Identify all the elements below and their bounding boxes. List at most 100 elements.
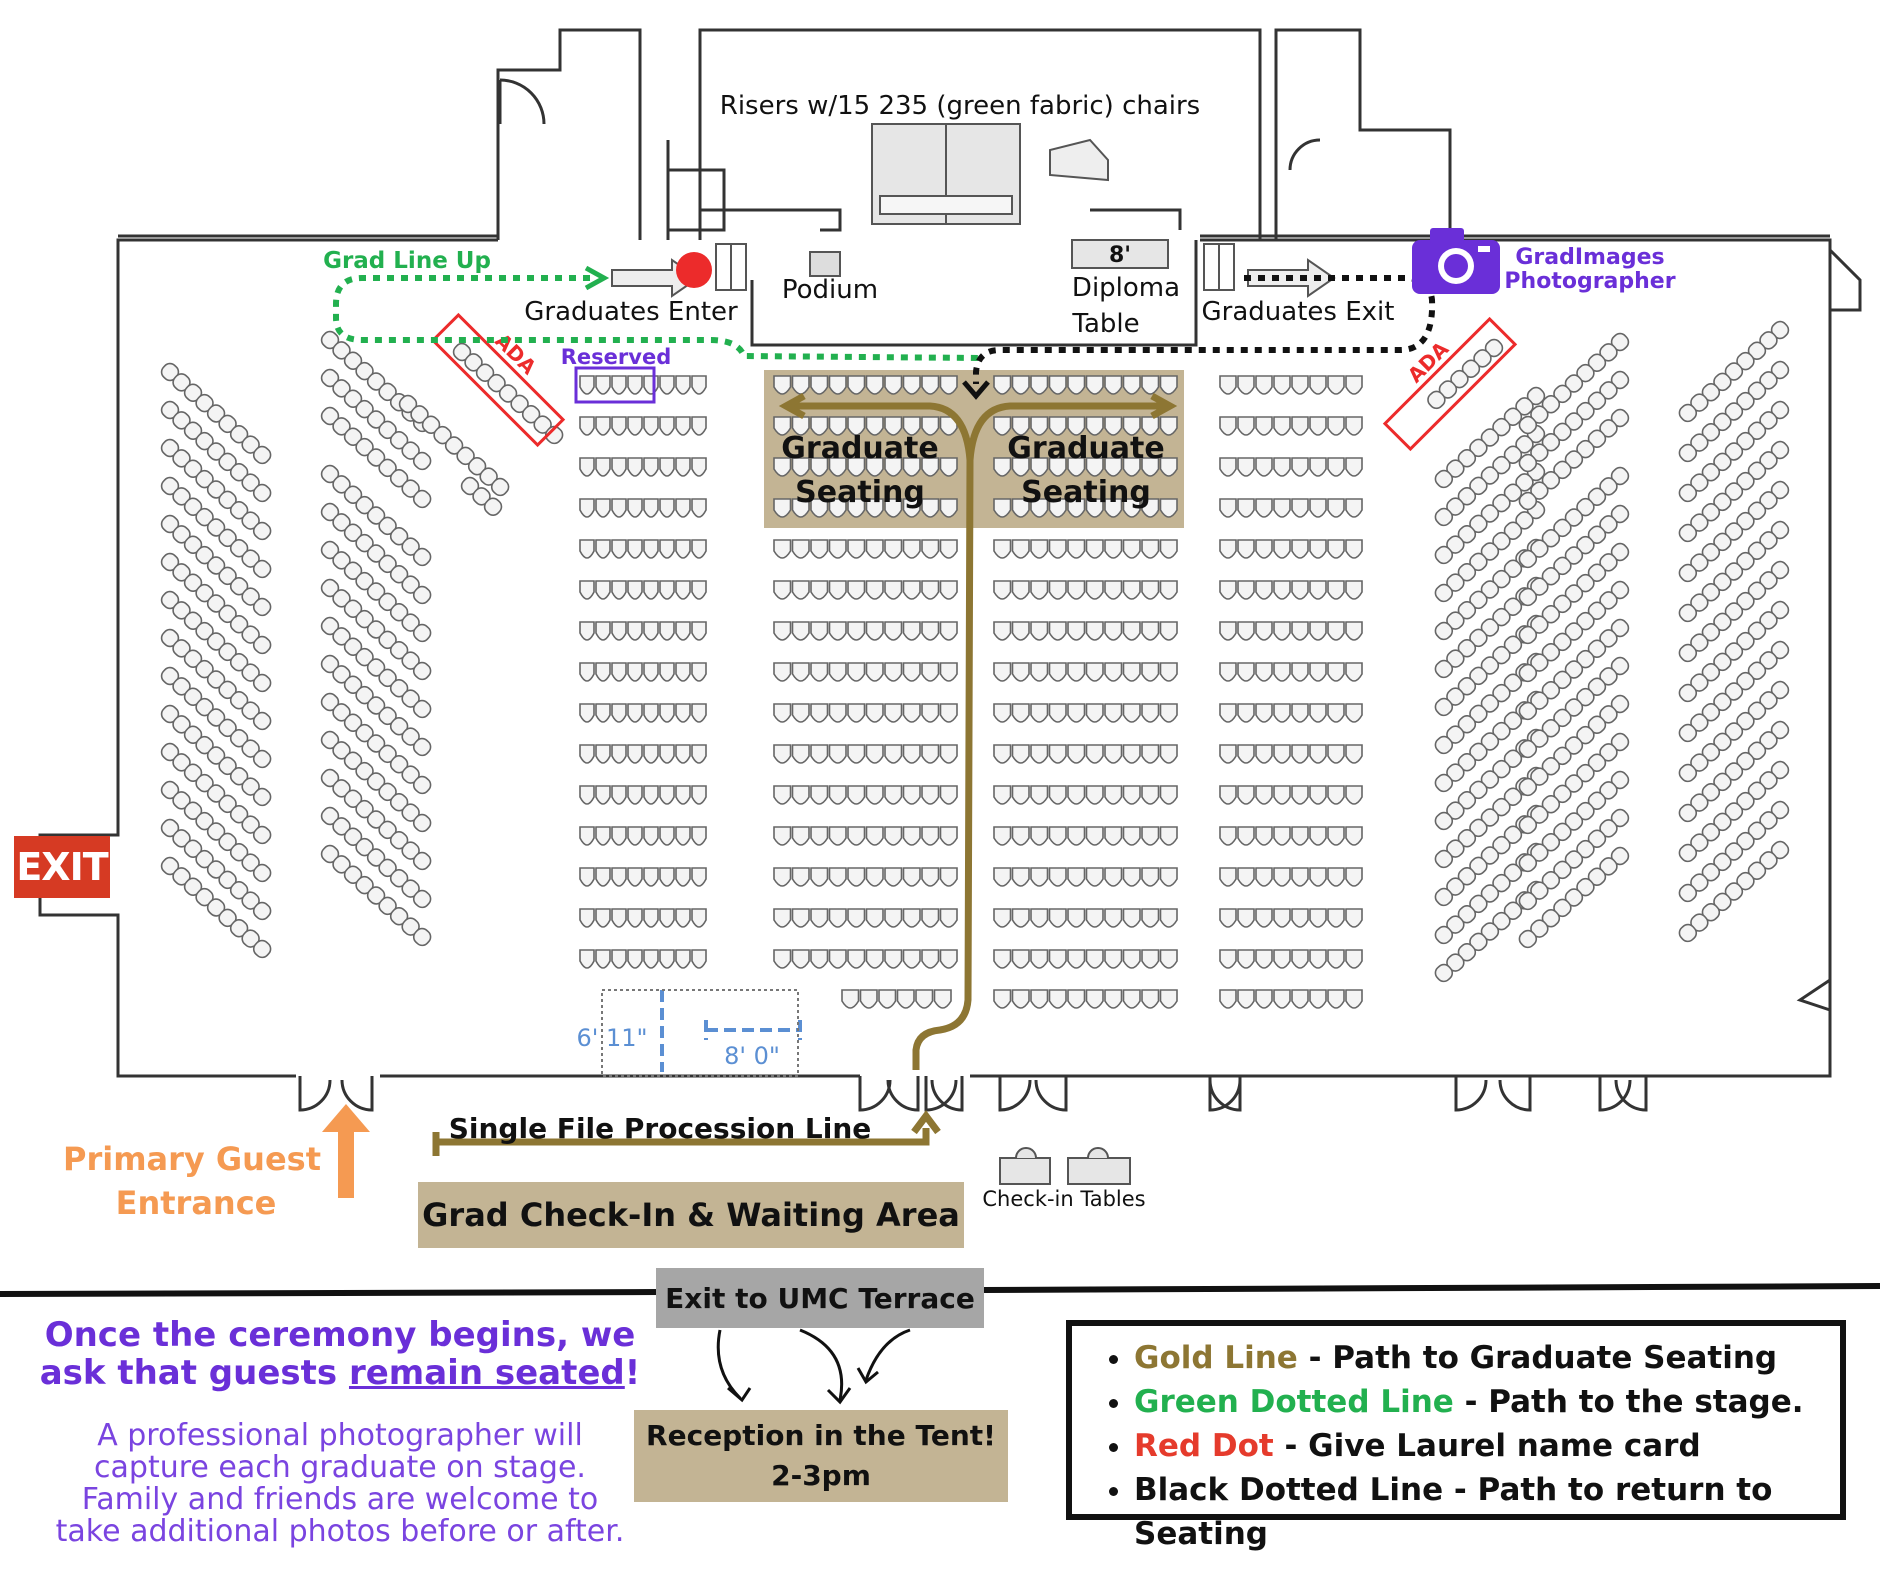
chair [659, 375, 675, 395]
diagonal-chair-row [1518, 466, 1630, 569]
chair [939, 416, 958, 436]
reception-label-2: 2-3pm [771, 1459, 871, 1492]
chair [1011, 908, 1030, 928]
chair [595, 908, 611, 928]
diagonal-chair-row [160, 818, 272, 921]
chair [1067, 826, 1086, 846]
chair [847, 867, 866, 887]
chair [627, 744, 643, 764]
diagonal-chair-row [320, 406, 432, 509]
chair [921, 785, 940, 805]
chair [773, 826, 792, 846]
chair [884, 416, 903, 436]
chair [643, 908, 659, 928]
chair [1434, 735, 1454, 755]
chair [1255, 662, 1273, 682]
chair [1327, 867, 1345, 887]
legend-item: Green Dotted Line - Path to the stage. [1134, 1380, 1840, 1424]
diagonal-chair-row [1518, 694, 1630, 797]
chair [902, 703, 921, 723]
chair [773, 621, 792, 641]
chair [252, 939, 272, 959]
chair [1518, 415, 1538, 435]
chair [828, 375, 847, 395]
chair [1219, 621, 1237, 641]
chair [1291, 375, 1309, 395]
chair [791, 908, 810, 928]
chair [791, 785, 810, 805]
chair [1273, 703, 1291, 723]
chair [627, 785, 643, 805]
chair [595, 785, 611, 805]
chair [643, 744, 659, 764]
chair [773, 580, 792, 600]
chair [643, 785, 659, 805]
red-dot-icon [676, 252, 712, 288]
graduates-enter-label: Graduates Enter [524, 297, 738, 327]
chair [1291, 867, 1309, 887]
diagonal-chair-row [1678, 600, 1790, 703]
diagonal-chair-row [1678, 640, 1790, 743]
chair [1048, 744, 1067, 764]
chair [1159, 457, 1178, 477]
chair [1427, 390, 1446, 410]
chair [1273, 989, 1291, 1009]
chair [579, 498, 595, 518]
chair [1030, 867, 1049, 887]
chair [1255, 703, 1273, 723]
chair [1067, 621, 1086, 641]
chair [847, 580, 866, 600]
chair [1159, 375, 1178, 395]
chair [1273, 867, 1291, 887]
chair [939, 949, 958, 969]
chair [921, 949, 940, 969]
chair [579, 949, 595, 969]
chair [691, 703, 707, 723]
chair [791, 457, 810, 477]
podium-label: Podium [782, 275, 878, 305]
chair [412, 585, 432, 605]
chair [921, 908, 940, 928]
chair [865, 580, 884, 600]
chair [1122, 416, 1141, 436]
notice-line-1: Once the ceremony begins, we [44, 1315, 636, 1355]
chair [659, 416, 675, 436]
chair [579, 580, 595, 600]
chair [1237, 908, 1255, 928]
primary-entrance-label-2: Entrance [116, 1184, 277, 1222]
chair [412, 889, 432, 909]
chair [1104, 989, 1123, 1009]
graduate-seating-left-2: Seating [795, 475, 925, 510]
chair [1434, 773, 1454, 793]
chair [1255, 498, 1273, 518]
chair [1291, 621, 1309, 641]
chair [1309, 867, 1327, 887]
chair [1327, 662, 1345, 682]
diagonal-chair-row [320, 654, 432, 757]
chair [810, 744, 829, 764]
chair [865, 416, 884, 436]
chair [611, 416, 627, 436]
chair [1085, 662, 1104, 682]
chair [1255, 949, 1273, 969]
black-arrow-head [962, 380, 990, 400]
chair [675, 744, 691, 764]
chair [1327, 580, 1345, 600]
chair [773, 703, 792, 723]
chair [1085, 457, 1104, 477]
diagonal-chair-row [160, 400, 272, 503]
chair [1122, 744, 1141, 764]
chair [810, 703, 829, 723]
chair [902, 908, 921, 928]
diagonal-chair-row [1434, 652, 1546, 755]
chair [847, 949, 866, 969]
diploma-label-1: Diploma [1072, 273, 1180, 303]
chair [1219, 580, 1237, 600]
chair [1011, 375, 1030, 395]
chair [1159, 416, 1178, 436]
chair [1067, 867, 1086, 887]
chair [1030, 744, 1049, 764]
chair [1141, 457, 1160, 477]
chair [1434, 963, 1454, 983]
